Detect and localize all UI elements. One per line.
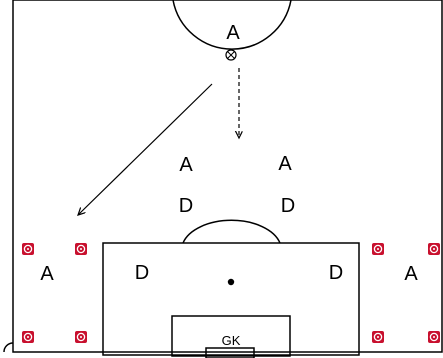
center-circle-arc (172, 0, 292, 50)
cone-marker-icon (22, 331, 34, 343)
attacker-mid-right-label: A (278, 153, 292, 175)
defender-left-box-label: D (135, 262, 149, 284)
defender-mid-left-label: D (179, 195, 193, 217)
ball-icon (225, 49, 237, 61)
cone-marker-icon (75, 331, 87, 343)
attacker-top-label: A (226, 22, 240, 44)
cone-marker-icon (428, 243, 440, 255)
penalty-spot (227, 278, 235, 286)
goalkeeper-label: GK (222, 333, 241, 348)
penalty-arc (182, 219, 281, 244)
pass-arrow (78, 83, 213, 215)
attacker-mid-left-label: A (179, 154, 193, 176)
cone-marker-icon (75, 243, 87, 255)
defender-mid-right-label: D (281, 195, 295, 217)
penalty-box (102, 242, 360, 356)
defender-right-box-label: D (329, 262, 343, 284)
attacker-right-wing-label: A (404, 263, 418, 285)
cone-marker-icon (372, 243, 384, 255)
cone-marker-icon (428, 331, 440, 343)
corner-arc (3, 342, 14, 353)
goal (205, 347, 255, 358)
cone-marker-icon (372, 331, 384, 343)
attacker-left-wing-label: A (40, 263, 54, 285)
cone-marker-icon (22, 243, 34, 255)
goal-area (171, 315, 291, 357)
